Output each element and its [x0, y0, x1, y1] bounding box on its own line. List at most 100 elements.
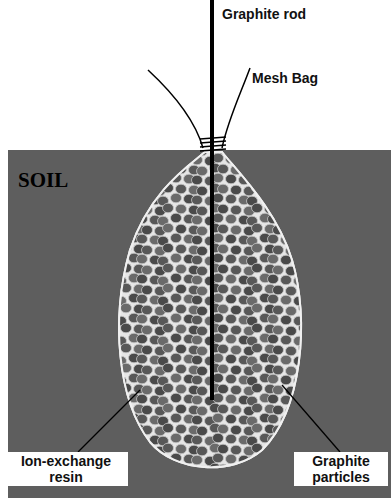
- particle: [268, 254, 279, 264]
- particle: [226, 214, 237, 224]
- particle: [302, 433, 313, 443]
- particle: [273, 145, 284, 155]
- particle: [176, 464, 187, 474]
- particle: [171, 353, 182, 363]
- particle: [137, 354, 148, 364]
- particle: [134, 204, 145, 214]
- particle: [315, 174, 326, 184]
- particle: [299, 143, 310, 153]
- particle: [299, 383, 310, 393]
- particle: [244, 466, 255, 476]
- particle: [226, 334, 237, 344]
- particle: [176, 424, 187, 434]
- particle: [155, 466, 166, 476]
- particle: [307, 404, 318, 414]
- particle: [281, 215, 292, 225]
- particle: [163, 163, 174, 173]
- particle: [307, 244, 318, 254]
- particle: [281, 455, 292, 465]
- particle: [218, 344, 229, 354]
- particle: [213, 193, 224, 203]
- part-label: Mesh Bag: [252, 70, 318, 86]
- particle: [315, 394, 326, 404]
- particle: [268, 154, 279, 164]
- particle: [218, 244, 229, 254]
- particle: [192, 235, 203, 245]
- particle: [103, 155, 114, 165]
- particle: [307, 204, 318, 214]
- particle: [176, 384, 187, 394]
- particle: [231, 365, 242, 375]
- particle: [142, 225, 153, 235]
- particle: [108, 286, 119, 296]
- particle: [281, 275, 292, 285]
- particle: [265, 184, 276, 194]
- leader-line: [78, 390, 140, 452]
- particle: [302, 213, 313, 223]
- particle: [265, 464, 276, 474]
- particle: [294, 436, 305, 446]
- particle: [121, 183, 132, 193]
- particle: [294, 336, 305, 346]
- particle: [197, 386, 208, 396]
- particle: [252, 383, 263, 393]
- particle: [299, 363, 310, 373]
- particle: [315, 274, 326, 284]
- particle: [302, 293, 313, 303]
- particle: [252, 423, 263, 433]
- particle: [197, 266, 208, 276]
- particle: [163, 223, 174, 233]
- particle: [213, 373, 224, 383]
- particle: [226, 294, 237, 304]
- particle: [192, 175, 203, 185]
- particle: [307, 324, 318, 334]
- particle: [197, 306, 208, 316]
- particle: [142, 465, 153, 475]
- particle: [252, 203, 263, 213]
- particle: [307, 344, 318, 354]
- particle: [150, 455, 161, 465]
- part-label: Graphite particles: [294, 452, 388, 486]
- particle: [192, 215, 203, 225]
- particle: [273, 365, 284, 375]
- wire-winding: [200, 137, 226, 151]
- particle: [116, 256, 127, 266]
- particle: [116, 156, 127, 166]
- particle: [142, 325, 153, 335]
- particle: [171, 413, 182, 423]
- particle: [121, 303, 132, 313]
- particle: [244, 146, 255, 156]
- particle: [218, 204, 229, 214]
- particle: [244, 166, 255, 176]
- particle: [171, 193, 182, 203]
- particle: [176, 184, 187, 194]
- particle: [231, 145, 242, 155]
- particle: [129, 193, 140, 203]
- particle: [129, 173, 140, 183]
- particle: [281, 175, 292, 185]
- particle: [192, 455, 203, 465]
- particle: [158, 456, 169, 466]
- particle: [103, 435, 114, 445]
- particle: [108, 346, 119, 356]
- particle: [307, 384, 318, 394]
- particle: [192, 315, 203, 325]
- particle: [108, 266, 119, 276]
- particle: [299, 163, 310, 173]
- particle: [302, 153, 313, 163]
- particle: [231, 325, 242, 335]
- particle: [273, 325, 284, 335]
- particle: [315, 314, 326, 324]
- particle: [103, 215, 114, 225]
- particle: [231, 245, 242, 255]
- particle: [213, 433, 224, 443]
- particle: [252, 243, 263, 253]
- particle: [121, 143, 132, 153]
- particle: [103, 175, 114, 185]
- particle: [108, 306, 119, 316]
- particle: [121, 203, 132, 213]
- particle: [213, 253, 224, 263]
- particle: [121, 423, 132, 433]
- particle: [155, 166, 166, 176]
- particle: [294, 156, 305, 166]
